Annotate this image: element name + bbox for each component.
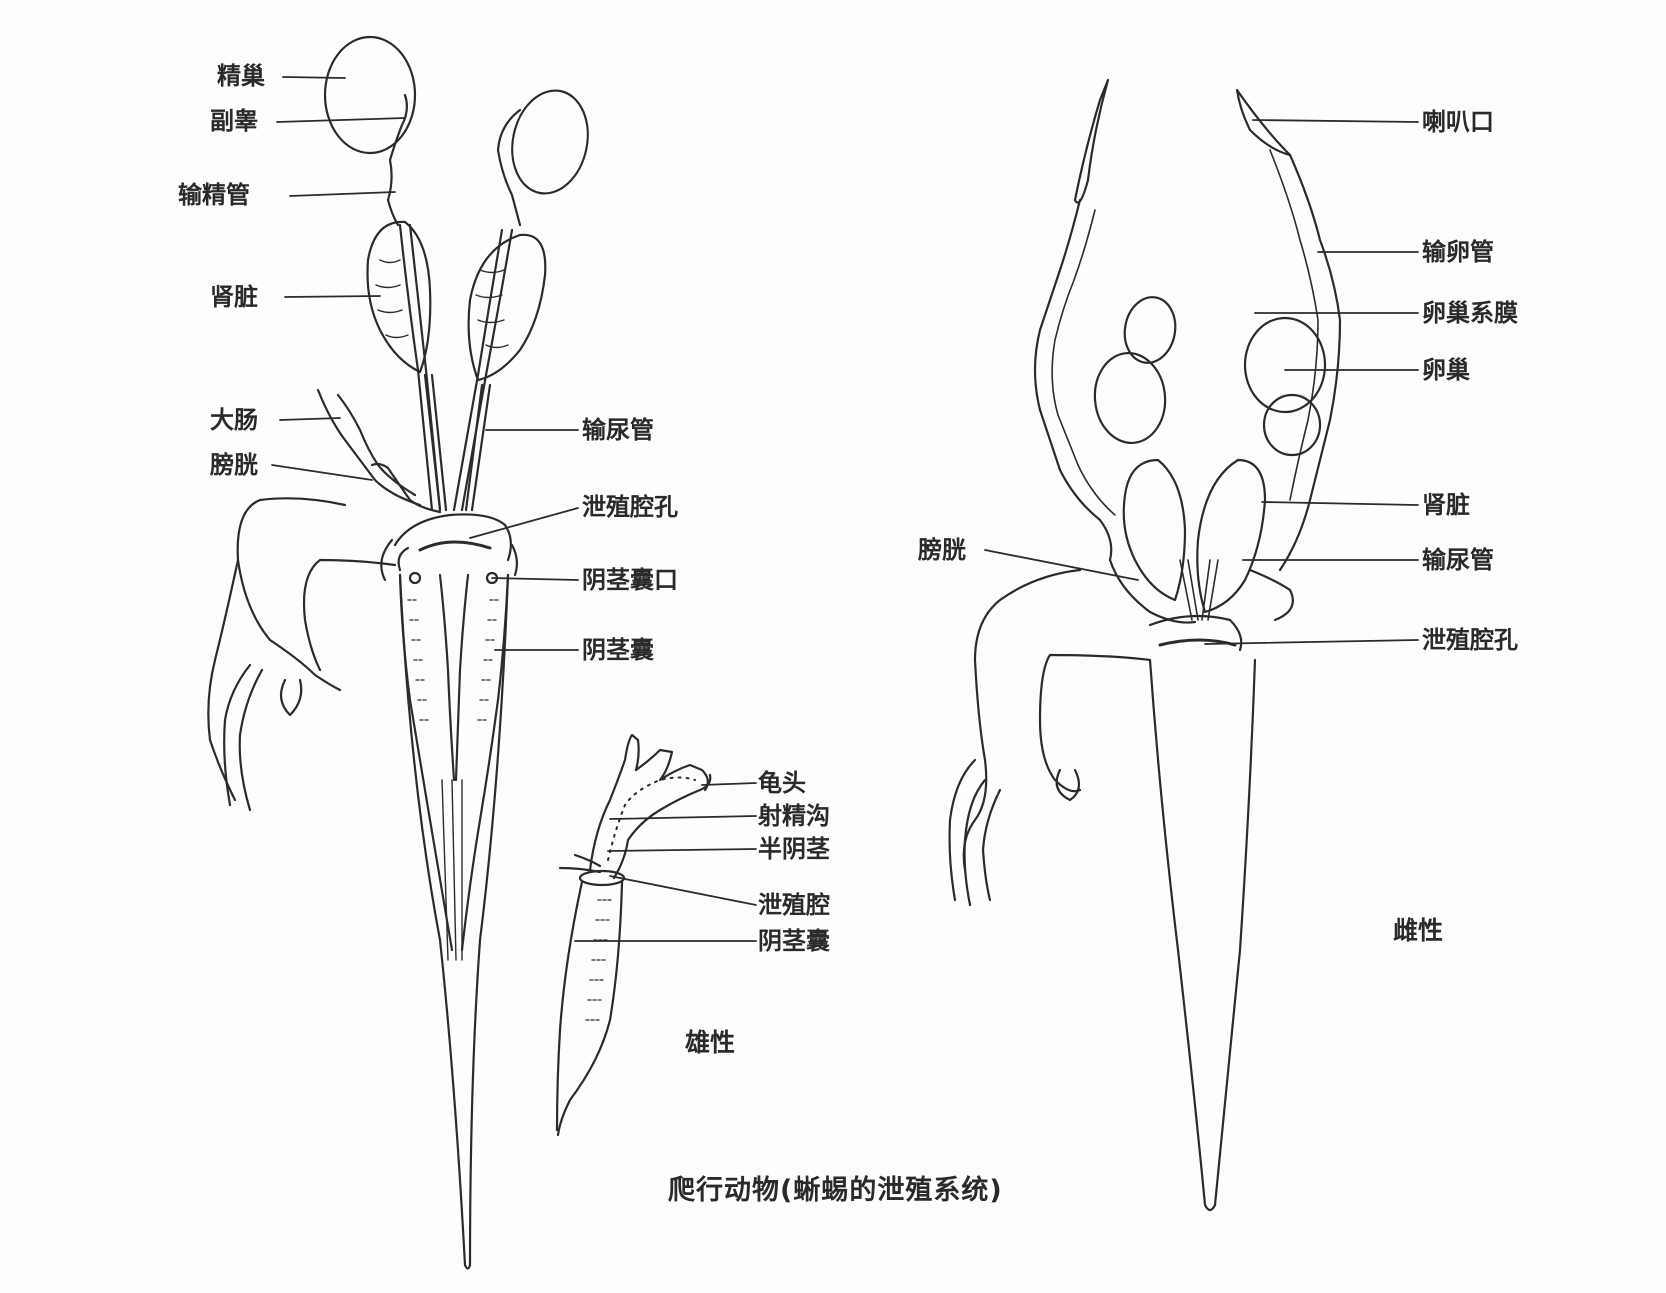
label-kidney-female: 肾脏 <box>1422 491 1470 519</box>
figure-caption: 爬行动物(蜥蜴的泄殖系统) <box>668 1175 1003 1206</box>
label-large-intestine: 大肠 <box>210 406 258 434</box>
female-figure <box>948 78 1342 1212</box>
label-testis: 精巢 <box>217 62 265 90</box>
label-vas-deferens: 输精管 <box>178 181 250 209</box>
label-cloacal-opening-male: 泄殖腔孔 <box>582 493 678 521</box>
label-mesovarium: 卵巢系膜 <box>1422 299 1518 327</box>
label-bladder-male: 膀胱 <box>210 451 258 479</box>
label-epididymis: 副睾 <box>210 107 258 135</box>
label-cloaca: 泄殖腔 <box>758 891 830 919</box>
label-ureter-female: 输尿管 <box>1422 546 1494 574</box>
label-cloacal-opening-female: 泄殖腔孔 <box>1422 626 1518 654</box>
label-infundibulum: 喇叭口 <box>1422 108 1494 136</box>
label-sperm-groove: 射精沟 <box>758 802 830 830</box>
label-bladder-female: 膀胱 <box>918 536 966 564</box>
label-male-sex: 雄性 <box>685 1028 736 1057</box>
label-oviduct: 输卵管 <box>1422 238 1494 266</box>
label-hemipenis: 半阴茎 <box>758 835 830 863</box>
label-kidney-male: 肾脏 <box>210 283 258 311</box>
leader-lines <box>271 76 1419 942</box>
label-hemipenis-sac-inset: 阴茎囊 <box>758 927 830 955</box>
left-testis-shape <box>323 35 417 155</box>
hemipenis-inset <box>555 733 712 1137</box>
label-hemipenis-sac: 阴茎囊 <box>582 636 654 664</box>
label-hemipenis-sac-opening: 阴茎囊口 <box>582 566 678 594</box>
label-ovary: 卵巢 <box>1422 356 1470 384</box>
male-figure <box>207 35 589 1270</box>
label-female-sex: 雌性 <box>1393 916 1444 945</box>
right-testis-shape <box>511 89 589 195</box>
label-ureter-male: 输尿管 <box>582 416 654 444</box>
label-glans: 龟头 <box>758 769 806 797</box>
